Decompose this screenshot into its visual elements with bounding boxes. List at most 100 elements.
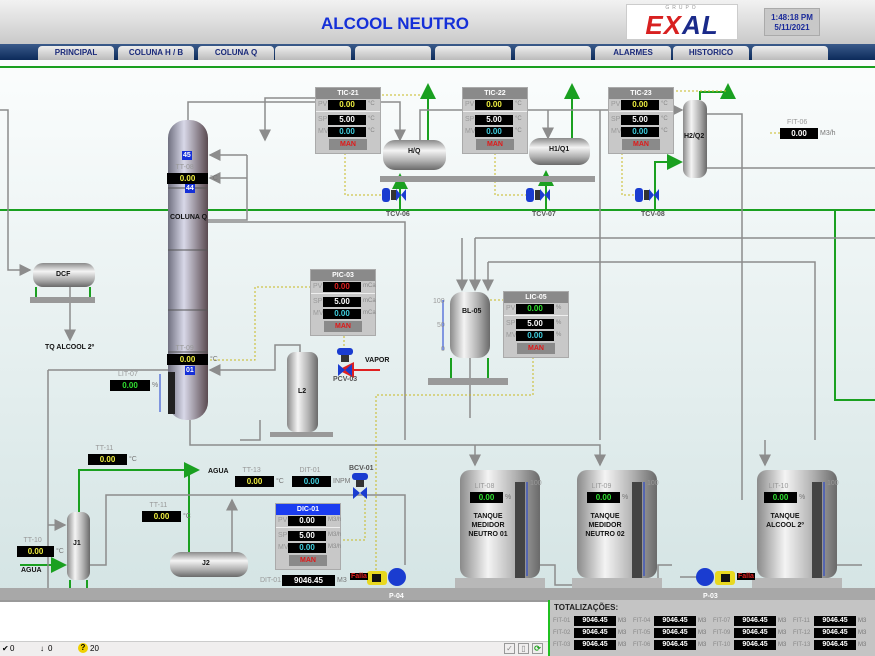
tank-03-scale-max: 100 [827,480,839,487]
mv-unit: M3/h [328,544,342,550]
pv-value: 0.00 [516,304,554,314]
mv-label: MV [465,128,476,135]
display-value: 0.00 [17,546,54,557]
silence-button[interactable]: ▯ [518,643,529,654]
tcv-06-label: TCV-06 [386,211,410,218]
display-tag: LIT-08 [474,483,495,490]
tray-number: 01 [185,366,195,375]
mode-button[interactable]: MAN [324,321,362,332]
display-unit: °C [210,175,218,182]
mv-value[interactable]: 0.00 [328,127,366,137]
tab-historico[interactable]: HISTORICO [673,46,749,60]
tab-coluna-q[interactable]: COLUNA Q [198,46,274,60]
tab-empty-3[interactable] [275,46,351,60]
display-tag: TT-11 [95,445,114,452]
tab-empty-9[interactable] [752,46,828,60]
refresh-button[interactable]: ⟳ [532,643,543,654]
mode-button[interactable]: MAN [517,343,555,354]
h2q2-label: H2/Q2 [684,133,705,140]
mode-button[interactable]: MAN [289,555,327,566]
display-tag: LIT-09 [591,483,612,490]
tab-coluna-h-b[interactable]: COLUNA H / B [118,46,194,60]
mv-value[interactable]: 0.00 [288,543,326,553]
mv-value[interactable]: 0.00 [516,331,554,341]
total-unit: M3 [618,642,627,648]
tab-alarmes[interactable]: ALARMES [595,46,671,60]
sp-label: SP [611,116,621,123]
mode-button[interactable]: MAN [329,139,367,150]
mv-value[interactable]: 0.00 [323,309,361,319]
display-tag: TT-11 [149,502,168,509]
dcf-vessel [33,263,95,287]
sp-value[interactable]: 5.00 [475,115,513,125]
pcv-03-valve-icon [337,348,353,376]
display-value: 0.00 [235,476,274,487]
tcv-08-valve-icon [635,188,659,202]
sp-label: SP [278,532,288,539]
display-value: 9046.45 [282,575,335,586]
pv-label: PV [313,283,323,290]
sp-label: SP [506,320,516,327]
total-unit: M3 [778,642,787,648]
tab-principal[interactable]: PRINCIPAL [38,46,114,60]
bcv-01-valve-icon [352,473,368,499]
mv-value[interactable]: 0.00 [475,127,513,137]
valves[interactable] [337,188,735,586]
mode-button[interactable]: MAN [622,139,660,150]
sp-unit: °C [368,116,375,122]
display-value: 0.00 [142,511,181,522]
sp-value[interactable]: 5.00 [288,531,326,541]
display-value: 0.00 [470,492,503,503]
sp-label: SP [313,298,323,305]
sp-value[interactable]: 5.00 [328,115,366,125]
sp-value[interactable]: 5.00 [516,319,554,329]
l2-vessel [287,352,318,432]
sp-value[interactable]: 5.00 [323,297,361,307]
pv-value: 0.00 [328,100,366,110]
display-value: 0.00 [167,173,208,184]
p04-fault-badge: Falla [350,573,368,580]
total-tag: FIT-10 [713,642,731,648]
sp-value[interactable]: 5.00 [621,115,659,125]
tank-03-label: TANQUE ALCOOL 2º [766,513,804,529]
display-value: 0.00 [88,454,127,465]
p04-pump-icon [367,568,406,586]
p03-fault-badge: Falla [737,573,755,580]
faceplate-tag: LIC-05 [504,292,568,303]
tab-empty-6[interactable] [515,46,591,60]
mode-button[interactable]: MAN [476,139,514,150]
total-value: 9046.45 [814,616,856,626]
ack-all-button[interactable]: ✓ [504,643,515,654]
mv-value[interactable]: 0.00 [621,127,659,137]
total-tag: FIT-12 [793,630,811,636]
total-value: 9046.45 [654,628,696,638]
logo-text: EXAL [645,10,719,40]
tab-empty-4[interactable] [355,46,431,60]
hq-vessel [383,140,446,170]
total-tag: FIT-02 [553,630,571,636]
tab-empty-5[interactable] [435,46,511,60]
total-unit: M3 [778,618,787,624]
ack-icon: ✔ [2,644,9,653]
